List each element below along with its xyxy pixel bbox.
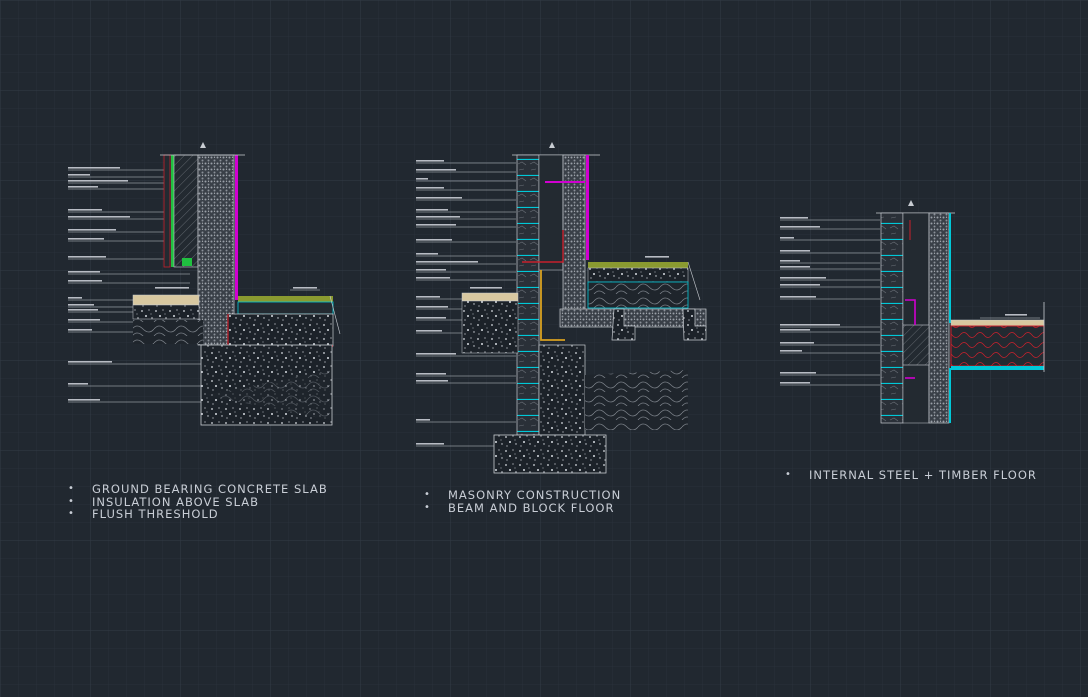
detail-1-membrane: [171, 155, 174, 267]
detail-2-annotations: [416, 160, 516, 447]
detail-3-caption-line-1: INTERNAL STEEL + TIMBER FLOOR: [809, 468, 1037, 482]
detail-1-slab: [227, 313, 334, 347]
level-markers: [200, 142, 914, 206]
detail-3-bearing: [902, 324, 930, 366]
detail-2-caption-line-2: BEAM AND BLOCK FLOOR: [448, 500, 615, 515]
detail-3-vcl-lower: [949, 368, 951, 423]
detail-2-paving: [461, 292, 519, 302]
detail-1-caption-line-1: GROUND BEARING CONCRETE SLAB: [92, 482, 328, 496]
detail-1-caption-line-2: INSULATION ABOVE SLAB: [92, 494, 260, 509]
detail-1-caption: •GROUND BEARING CONCRETE SLAB •INSULATIO…: [68, 482, 328, 521]
detail-2-outer-leaf: [516, 154, 540, 436]
detail-1-hardcore-ext: [133, 320, 203, 344]
detail-2-ground: [585, 370, 688, 430]
detail-2-lower-block: [538, 344, 586, 436]
detail-2-footing: [493, 434, 607, 474]
detail-3-steel: [951, 366, 1044, 370]
detail-3-cavity: [902, 212, 930, 424]
detail-3-floor-deck: [950, 319, 1045, 327]
detail-1-drawing[interactable]: [68, 154, 341, 426]
detail-1-annotations: [68, 167, 205, 403]
detail-1-bedding: [132, 304, 200, 320]
detail-1-caption-line-3: FLUSH THRESHOLD: [92, 507, 219, 521]
detail-1-vcl: [235, 155, 238, 300]
detail-3-outer-leaf: [880, 212, 904, 424]
detail-1-paving: [132, 294, 200, 306]
detail-2-inner-leaf: [562, 154, 586, 326]
detail-3-inner-leaf: [928, 212, 950, 424]
detail-3-drawing[interactable]: [780, 212, 1045, 424]
detail-1-threshold-unit: [182, 258, 192, 266]
detail-2-cavity: [538, 154, 564, 271]
detail-1-screed: [238, 296, 333, 302]
detail-2-insulation: [587, 281, 689, 309]
detail-2-screed: [588, 262, 688, 268]
detail-2-caption: •MASONRY CONSTRUCTION •BEAM AND BLOCK FL…: [424, 488, 622, 515]
detail-3-floor-insul: [950, 325, 1045, 367]
detail-2-screed-body: [587, 267, 689, 283]
detail-3-annotations: [780, 217, 880, 386]
detail-2-caption-line-1: MASONRY CONSTRUCTION: [448, 488, 622, 502]
detail-3-vcl: [949, 213, 951, 323]
detail-2-drawing[interactable]: [416, 154, 707, 474]
detail-2-vcl: [586, 155, 589, 260]
detail-1-cladding: [163, 154, 171, 268]
detail-1-cavity: [173, 154, 199, 268]
detail-1-insulation: [237, 301, 334, 315]
detail-3-caption: •INTERNAL STEEL + TIMBER FLOOR: [785, 468, 1037, 482]
